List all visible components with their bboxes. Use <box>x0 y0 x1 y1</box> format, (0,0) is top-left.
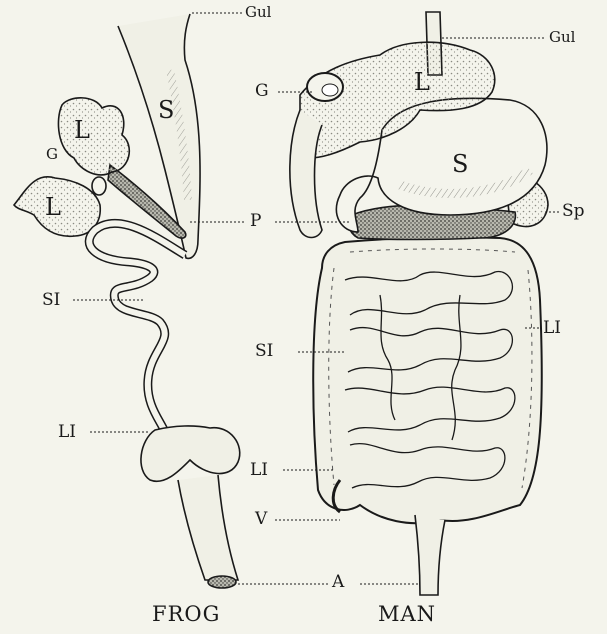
frog-liver-lower-label: L <box>45 195 61 219</box>
frog-liver-upper-label: L <box>74 118 90 142</box>
frog-large-intestine <box>141 426 240 481</box>
frog-large-intestine-label: LI <box>58 424 76 441</box>
man-stomach-label: S <box>452 152 468 176</box>
man-small-intestine-label: SI <box>255 343 273 360</box>
frog-liver-upper <box>58 98 129 175</box>
frog-gall-bladder-label: G <box>46 147 58 162</box>
anus-label: A <box>332 574 344 591</box>
frog-small-intestine-label: SI <box>42 292 60 309</box>
frog-gall-bladder <box>92 177 106 195</box>
man-large-intestine-left-label: LI <box>250 462 268 479</box>
man-duodenum <box>290 110 322 238</box>
human-digestive-tract <box>290 12 548 595</box>
man-spleen-label: Sp <box>562 203 585 220</box>
frog-caption: FROG <box>152 604 220 625</box>
pancreas-label: P <box>250 213 261 230</box>
man-large-intestine-right-label: LI <box>543 320 561 337</box>
frog-gullet-label: Gul <box>245 5 271 20</box>
man-caption: MAN <box>378 604 436 625</box>
frog-anus <box>208 576 236 588</box>
man-gullet-label: Gul <box>549 30 575 45</box>
man-gall-bladder-label: G <box>255 83 269 100</box>
man-liver-label: L <box>414 70 430 94</box>
frog-stomach-label: S <box>158 98 174 122</box>
man-vermiform-appendix-label: V <box>255 511 267 528</box>
man-large-intestine-shape <box>313 237 542 523</box>
man-rectum <box>415 515 445 595</box>
